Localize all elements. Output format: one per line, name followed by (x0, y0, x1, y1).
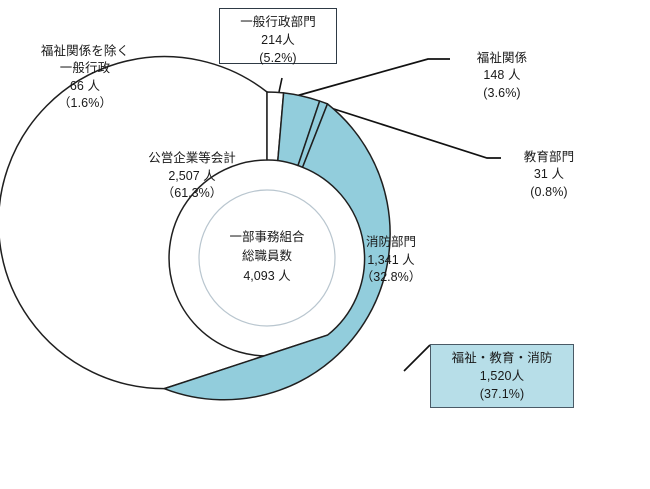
slice-label-fire-title: 消防部門 (365, 235, 416, 249)
leader-line-welfare-edu-fire-box (403, 344, 431, 372)
slice-label-fire-percent: （32.8%） (360, 270, 422, 284)
slice-public-enterprise (0, 55, 329, 390)
callout-box-welfare-edu-fire-percent: (37.1%) (479, 386, 525, 401)
callout-welfare-value: 148 人 (483, 68, 521, 83)
callout-general-admin-excl-welfare-line1: 福祉関係を除く (40, 44, 130, 58)
slice-label-public-enterprise: 公営企業等会計 2,507 人 （61.3%） (117, 150, 267, 203)
callout-general-admin-excl-welfare-line2: 一般行政 (59, 61, 111, 76)
slice-label-public-enterprise-percent: （61.3%） (161, 186, 223, 200)
leader-line-welfare (295, 58, 450, 97)
donut-center-line2: 総職員数 (241, 249, 292, 264)
callout-box-general-admin-percent: (5.2%) (259, 50, 297, 65)
callout-box-general-admin-title: 一般行政部門 (240, 15, 316, 29)
donut-center-line3: 4,093 人 (243, 268, 291, 283)
donut-center-line1: 一部事務組合 (229, 230, 305, 244)
callout-education-value: 31 人 (533, 167, 565, 182)
donut-inner-circle (198, 189, 336, 327)
slice-label-fire: 消防部門 1,341 人 （32.8%） (341, 234, 441, 287)
donut-slices (0, 55, 391, 401)
donut-center-label: 一部事務組合 総職員数 4,093 人 (197, 228, 337, 286)
callout-education: 教育部門 31 人 (0.8%) (503, 149, 595, 201)
callout-welfare: 福祉関係 148 人 (3.6%) (452, 50, 552, 102)
slice-label-fire-value: 1,341 人 (367, 252, 415, 267)
callout-general-admin-excl-welfare: 福祉関係を除く 一般行政 66 人 （1.6%） (24, 43, 146, 112)
callout-box-welfare-edu-fire: 福祉・教育・消防 1,520人 (37.1%) (430, 344, 574, 408)
callout-box-welfare-edu-fire-title: 福祉・教育・消防 (451, 351, 553, 365)
leader-line-education (308, 100, 501, 159)
slice-label-public-enterprise-value: 2,507 人 (168, 168, 216, 183)
callout-box-welfare-edu-fire-value: 1,520人 (479, 368, 525, 383)
leader-line-general-admin-box (278, 77, 283, 93)
callout-general-admin-excl-welfare-percent: （1.6%） (57, 95, 113, 110)
slice-fire (163, 103, 391, 401)
callout-welfare-percent: (3.6%) (483, 85, 521, 100)
callout-box-general-admin: 一般行政部門 214人 (5.2%) (219, 8, 337, 65)
callout-general-admin-excl-welfare-value: 66 人 (69, 78, 101, 93)
slice-label-public-enterprise-title: 公営企業等会計 (148, 151, 236, 165)
callout-box-general-admin-value: 214人 (261, 32, 295, 47)
callout-welfare-title: 福祉関係 (476, 51, 528, 65)
callout-education-title: 教育部門 (523, 150, 575, 164)
callout-education-percent: (0.8%) (530, 184, 568, 199)
